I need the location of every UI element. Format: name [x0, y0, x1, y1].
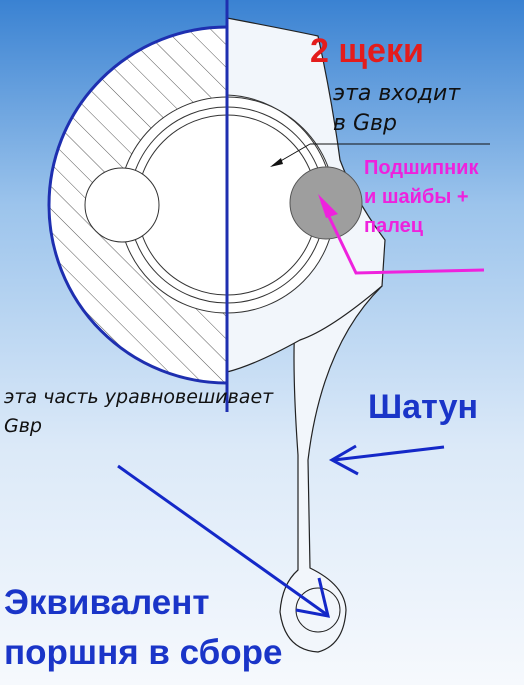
bearing-label-line1: Подшипник [364, 157, 479, 179]
bearing-arrowhead [318, 194, 338, 218]
counterweight-hole [84, 167, 160, 243]
balance-label-line2: Gвр [4, 415, 42, 437]
bearing-label-line2: и шайбы + [364, 186, 469, 208]
piston-label-line1: Эквивалент [4, 583, 210, 622]
piston-label-line2: поршня в сборе [4, 633, 282, 672]
conrod-arrow-line [333, 445, 445, 462]
conrod-arrowhead [328, 444, 359, 476]
balance-label-line1: эта часть уравновешивает [4, 386, 274, 408]
enters-label-line1: эта входит [333, 81, 461, 106]
conrod-label: Шатун [368, 388, 478, 426]
piston-arrow-line [117, 464, 327, 616]
title-label: 2 щеки [310, 32, 424, 70]
connecting-rod [279, 246, 383, 653]
piston-arrowhead [295, 577, 330, 618]
bearing-arrow-line [320, 201, 485, 275]
enters-label-line2: в Gвр [333, 111, 397, 136]
counterweight-outline [47, 25, 228, 385]
bearing-label-line3: палец [364, 215, 424, 237]
enters-arrowhead [270, 158, 283, 167]
